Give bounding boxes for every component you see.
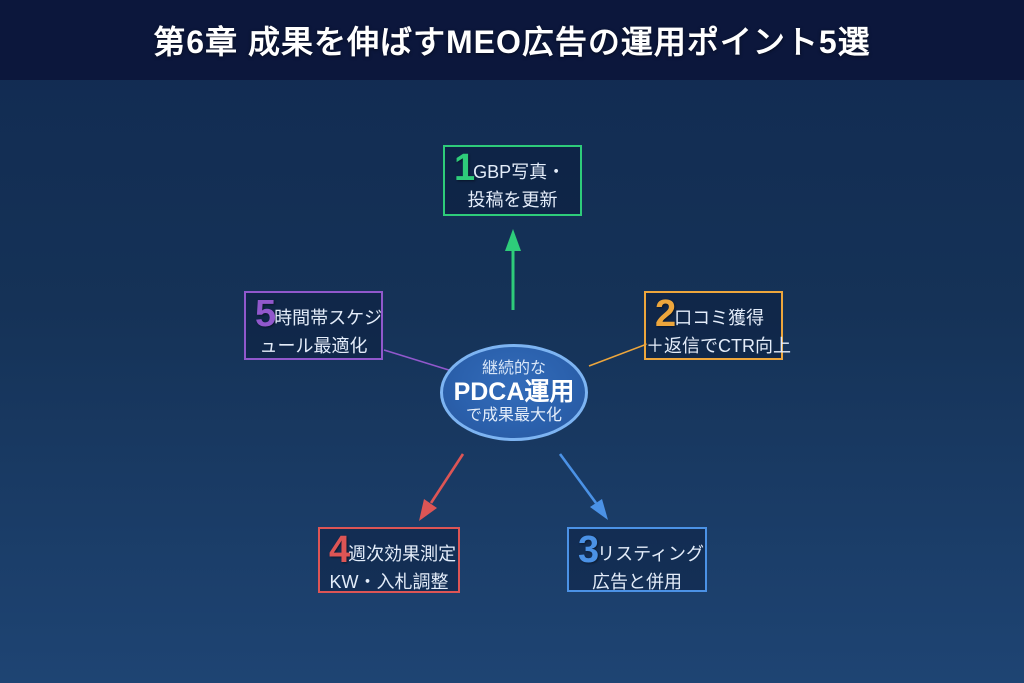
point-box-4-weekly-measure: 4 週次効果測定 KW・入札調整 <box>318 527 460 593</box>
point-box-2-reviews-ctr: 2 口コミ獲得 ＋返信でCTR向上 <box>644 291 791 360</box>
point-3-line-2: 広告と併用 <box>592 572 682 593</box>
arrowhead-point-3 <box>590 499 608 520</box>
arrowhead-point-1 <box>505 229 521 251</box>
point-1-number: 1 <box>454 147 476 189</box>
point-4-line-1: 週次効果測定 <box>348 544 457 564</box>
point-box-1-gbp-update: 1 GBP写真・ 投稿を更新 <box>443 145 582 216</box>
point-2-row: 2 口コミ獲得 <box>646 293 781 335</box>
connector-point-5 <box>383 349 453 372</box>
arrowhead-point-4 <box>419 499 437 521</box>
point-5-number: 5 <box>255 293 277 335</box>
point-1-line-1: GBP写真・ <box>473 162 566 182</box>
point-3-row: 3 リスティング <box>569 529 705 571</box>
point-box-5-schedule-optimize: 5 時間帯スケジ ュール最適化 <box>244 291 383 360</box>
point-5-line-2: ュール最適化 <box>259 336 368 357</box>
point-2-line-2: ＋返信でCTR向上 <box>646 336 791 357</box>
point-4-number: 4 <box>329 529 351 571</box>
connector-point-4 <box>429 453 465 504</box>
point-3-number: 3 <box>578 529 600 571</box>
connector-point-3 <box>558 453 598 504</box>
point-4-line-2: KW・入札調整 <box>329 572 449 593</box>
point-1-line-2: 投稿を更新 <box>467 190 558 211</box>
page-title: 第6章 成果を伸ばすMEO広告の運用ポイント5選 <box>153 24 871 60</box>
point-4-row: 4 週次効果測定 <box>320 529 458 571</box>
center-line-2: PDCA運用 <box>453 378 575 407</box>
center-line-3: で成果最大化 <box>465 406 562 424</box>
point-2-number: 2 <box>655 293 677 335</box>
point-box-3-listing-ads: 3 リスティング 広告と併用 <box>567 527 707 592</box>
center-line-1: 継続的な <box>481 359 546 377</box>
point-5-row: 5 時間帯スケジ <box>246 293 383 335</box>
point-1-row: 1 GBP写真・ <box>445 147 580 189</box>
connector-point-2 <box>588 343 648 367</box>
point-3-line-1: リスティング <box>597 544 705 564</box>
point-5-line-1: 時間帯スケジ <box>274 308 383 328</box>
point-2-line-1: 口コミ獲得 <box>674 308 765 328</box>
title-bar: 第6章 成果を伸ばすMEO広告の運用ポイント5選 <box>0 0 1024 80</box>
center-node-pdca: 継続的な PDCA運用 で成果最大化 <box>440 344 588 441</box>
